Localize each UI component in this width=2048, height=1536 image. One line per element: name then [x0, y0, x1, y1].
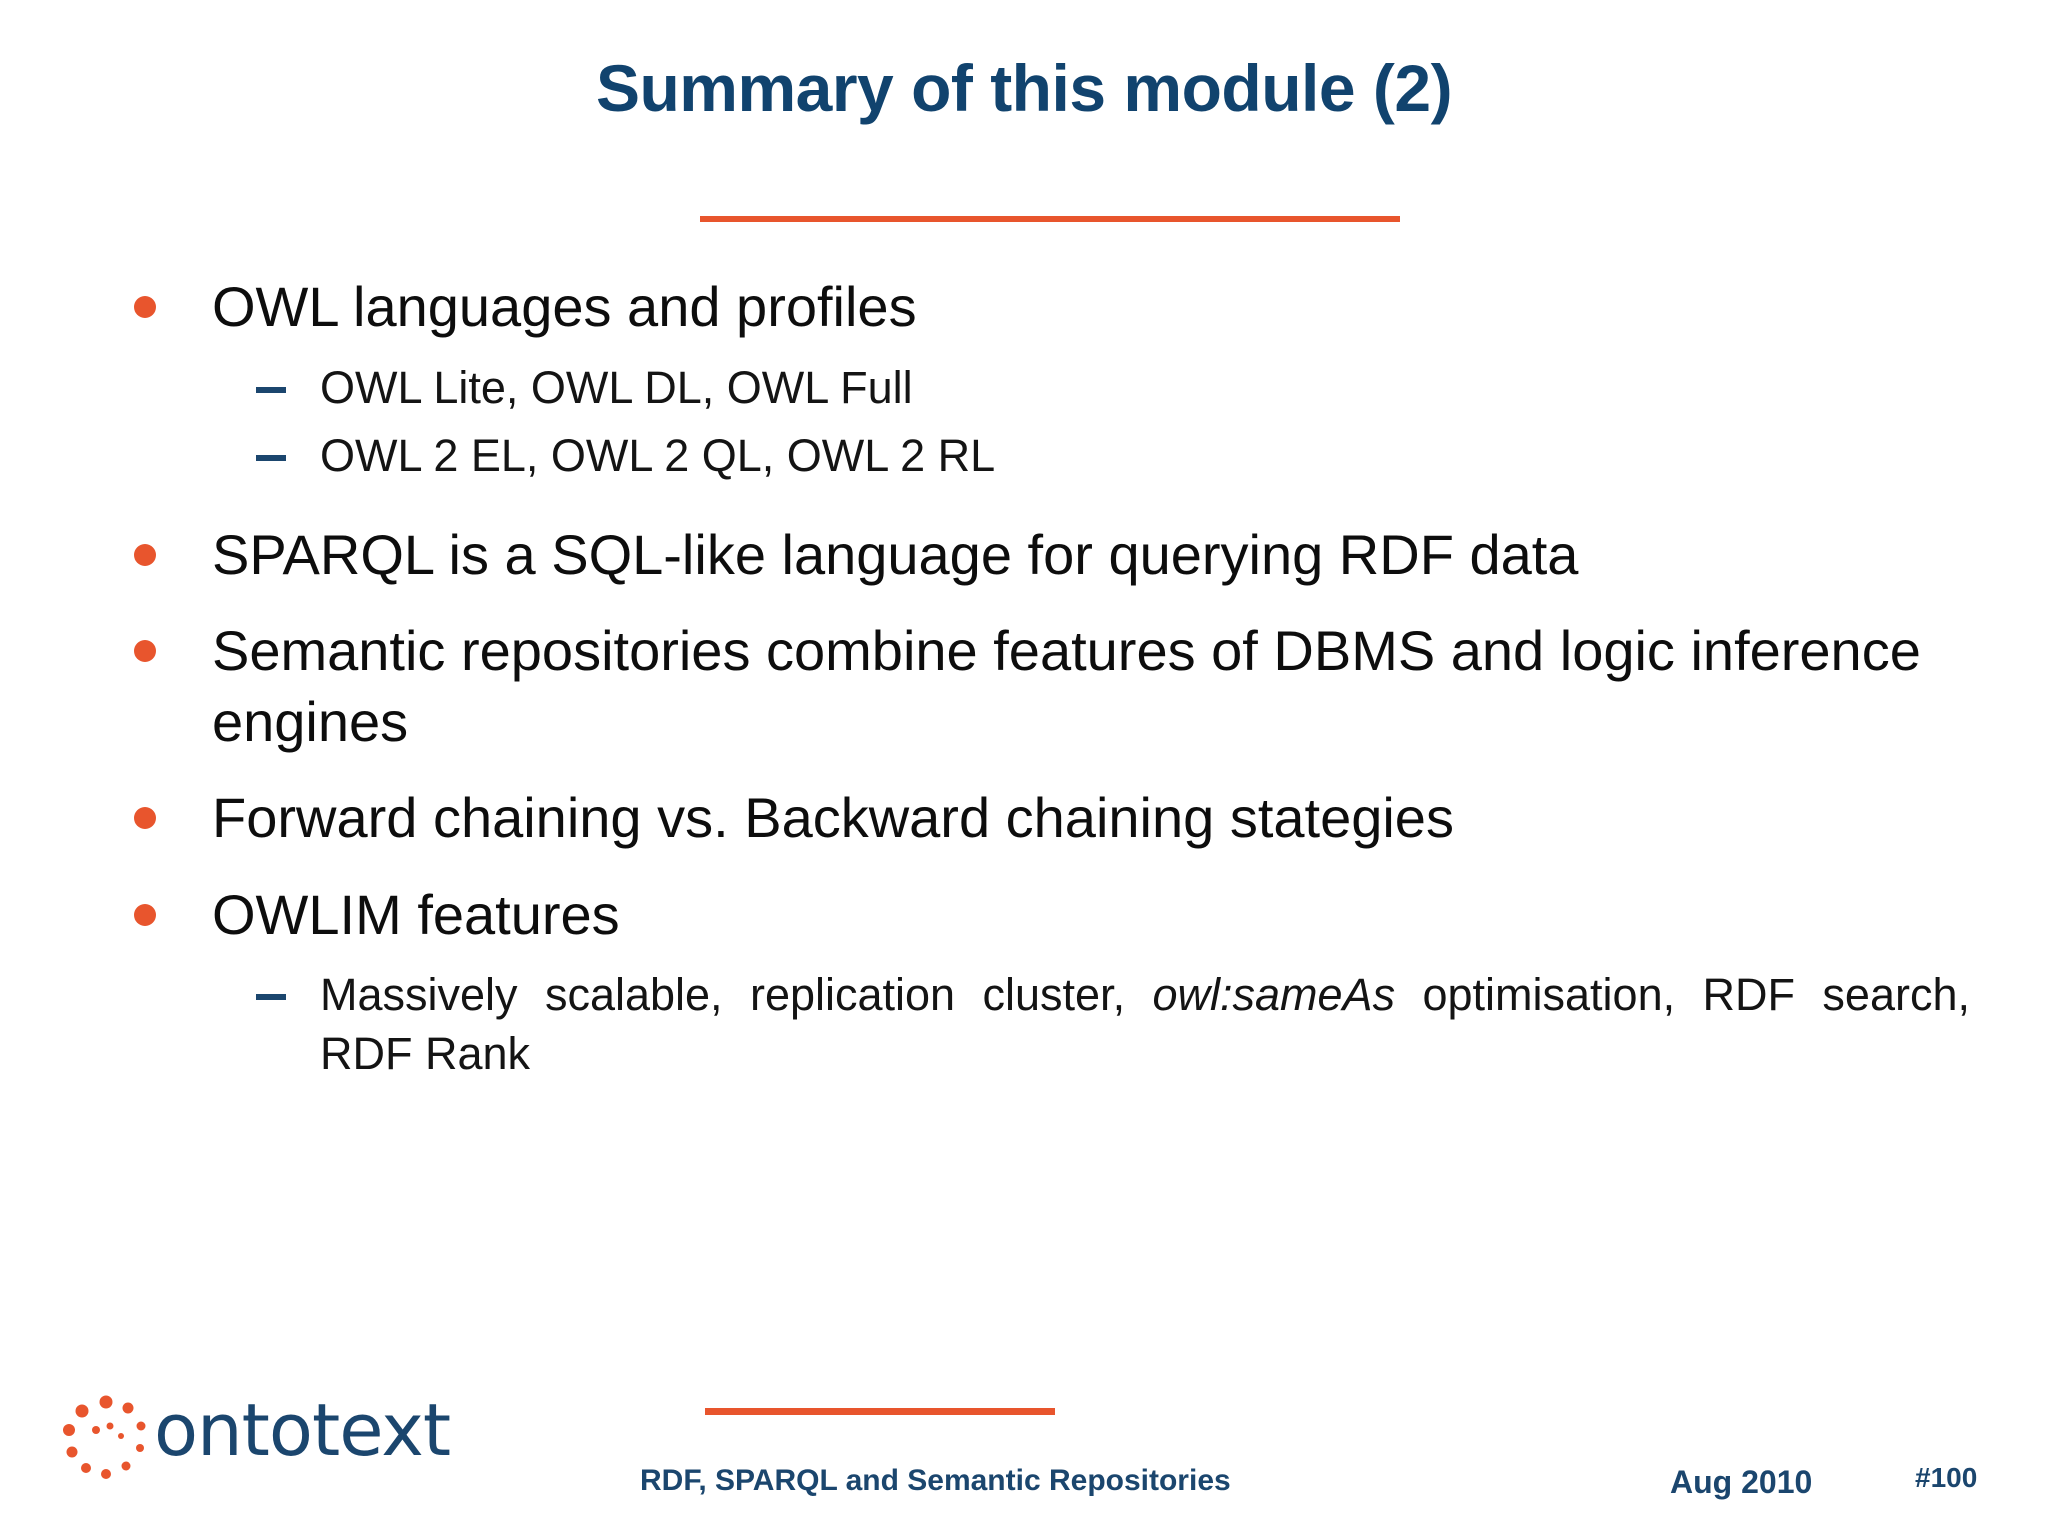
bullet-dot-icon — [134, 640, 156, 663]
title-divider — [700, 216, 1400, 222]
bullet-item-owl-languages: OWL languages and profiles — [120, 272, 1970, 343]
sub-bullet-owlim-detail: Massively scalable, replication cluster,… — [212, 966, 1970, 1083]
ontotext-logo-wordmark: ontotext — [154, 1388, 451, 1472]
dash-icon — [256, 994, 286, 1001]
sub-bullet-italic-term: owl:sameAs — [1152, 969, 1396, 1021]
bullet-text: Forward chaining vs. Backward chaining s… — [212, 786, 1454, 850]
bullet-text: SPARQL is a SQL-like language for queryi… — [212, 522, 1579, 586]
bullet-item-semantic-repositories: Semantic repositories combine features o… — [120, 616, 1970, 757]
footer-divider — [705, 1408, 1055, 1415]
bullet-text: OWLIM features — [212, 882, 620, 946]
bullet-item-chaining-strategies: Forward chaining vs. Backward chaining s… — [120, 783, 1970, 854]
dash-icon — [256, 386, 286, 393]
ontotext-logo-mark-icon — [63, 1395, 146, 1479]
page-title: Summary of this module (2) — [595, 51, 1453, 125]
bullet-item-sparql: SPARQL is a SQL-like language for queryi… — [120, 520, 1970, 591]
bullet-dot-icon — [134, 296, 156, 318]
footer-page-number: #100 — [1915, 1462, 1978, 1493]
bullet-text: OWL languages and profiles — [212, 275, 917, 338]
sub-bullet-tail: optimisation, RDF search, RDF Rank — [320, 969, 1970, 1079]
sub-bullet-group: Massively scalable, replication cluster,… — [120, 966, 1970, 1083]
slide-footer: ontotext RDF, SPARQL and Semantic Reposi… — [0, 1376, 2048, 1536]
dash-icon — [256, 455, 286, 462]
footer-date: Aug 2010 — [1670, 1464, 1813, 1500]
footer-caption: RDF, SPARQL and Semantic Repositories — [640, 1464, 1231, 1497]
bullet-list: OWL languages and profiles OWL Lite, OWL… — [120, 272, 1970, 1093]
sub-bullet-text: OWL Lite, OWL DL, OWL Full — [320, 361, 913, 413]
sub-bullet-text: OWL 2 EL, OWL 2 QL, OWL 2 RL — [320, 430, 996, 482]
bullet-dot-icon — [134, 807, 156, 830]
ontotext-logo: ontotext — [58, 1386, 488, 1496]
sub-bullet-group: OWL Lite, OWL DL, OWL Full OWL 2 EL, OWL… — [120, 359, 1970, 486]
sub-bullet-owl-profiles-2: OWL 2 EL, OWL 2 QL, OWL 2 RL — [212, 427, 1970, 486]
sub-bullet-owl-profiles-1: OWL Lite, OWL DL, OWL Full — [212, 359, 1970, 418]
sub-bullet-lead: Massively scalable, replication cluster, — [320, 969, 1153, 1021]
bullet-dot-icon — [134, 903, 156, 926]
bullet-dot-icon — [134, 543, 156, 566]
bullet-text: Semantic repositories combine features o… — [212, 619, 1921, 753]
bullet-item-owlim-features: OWLIM features — [120, 880, 1970, 951]
